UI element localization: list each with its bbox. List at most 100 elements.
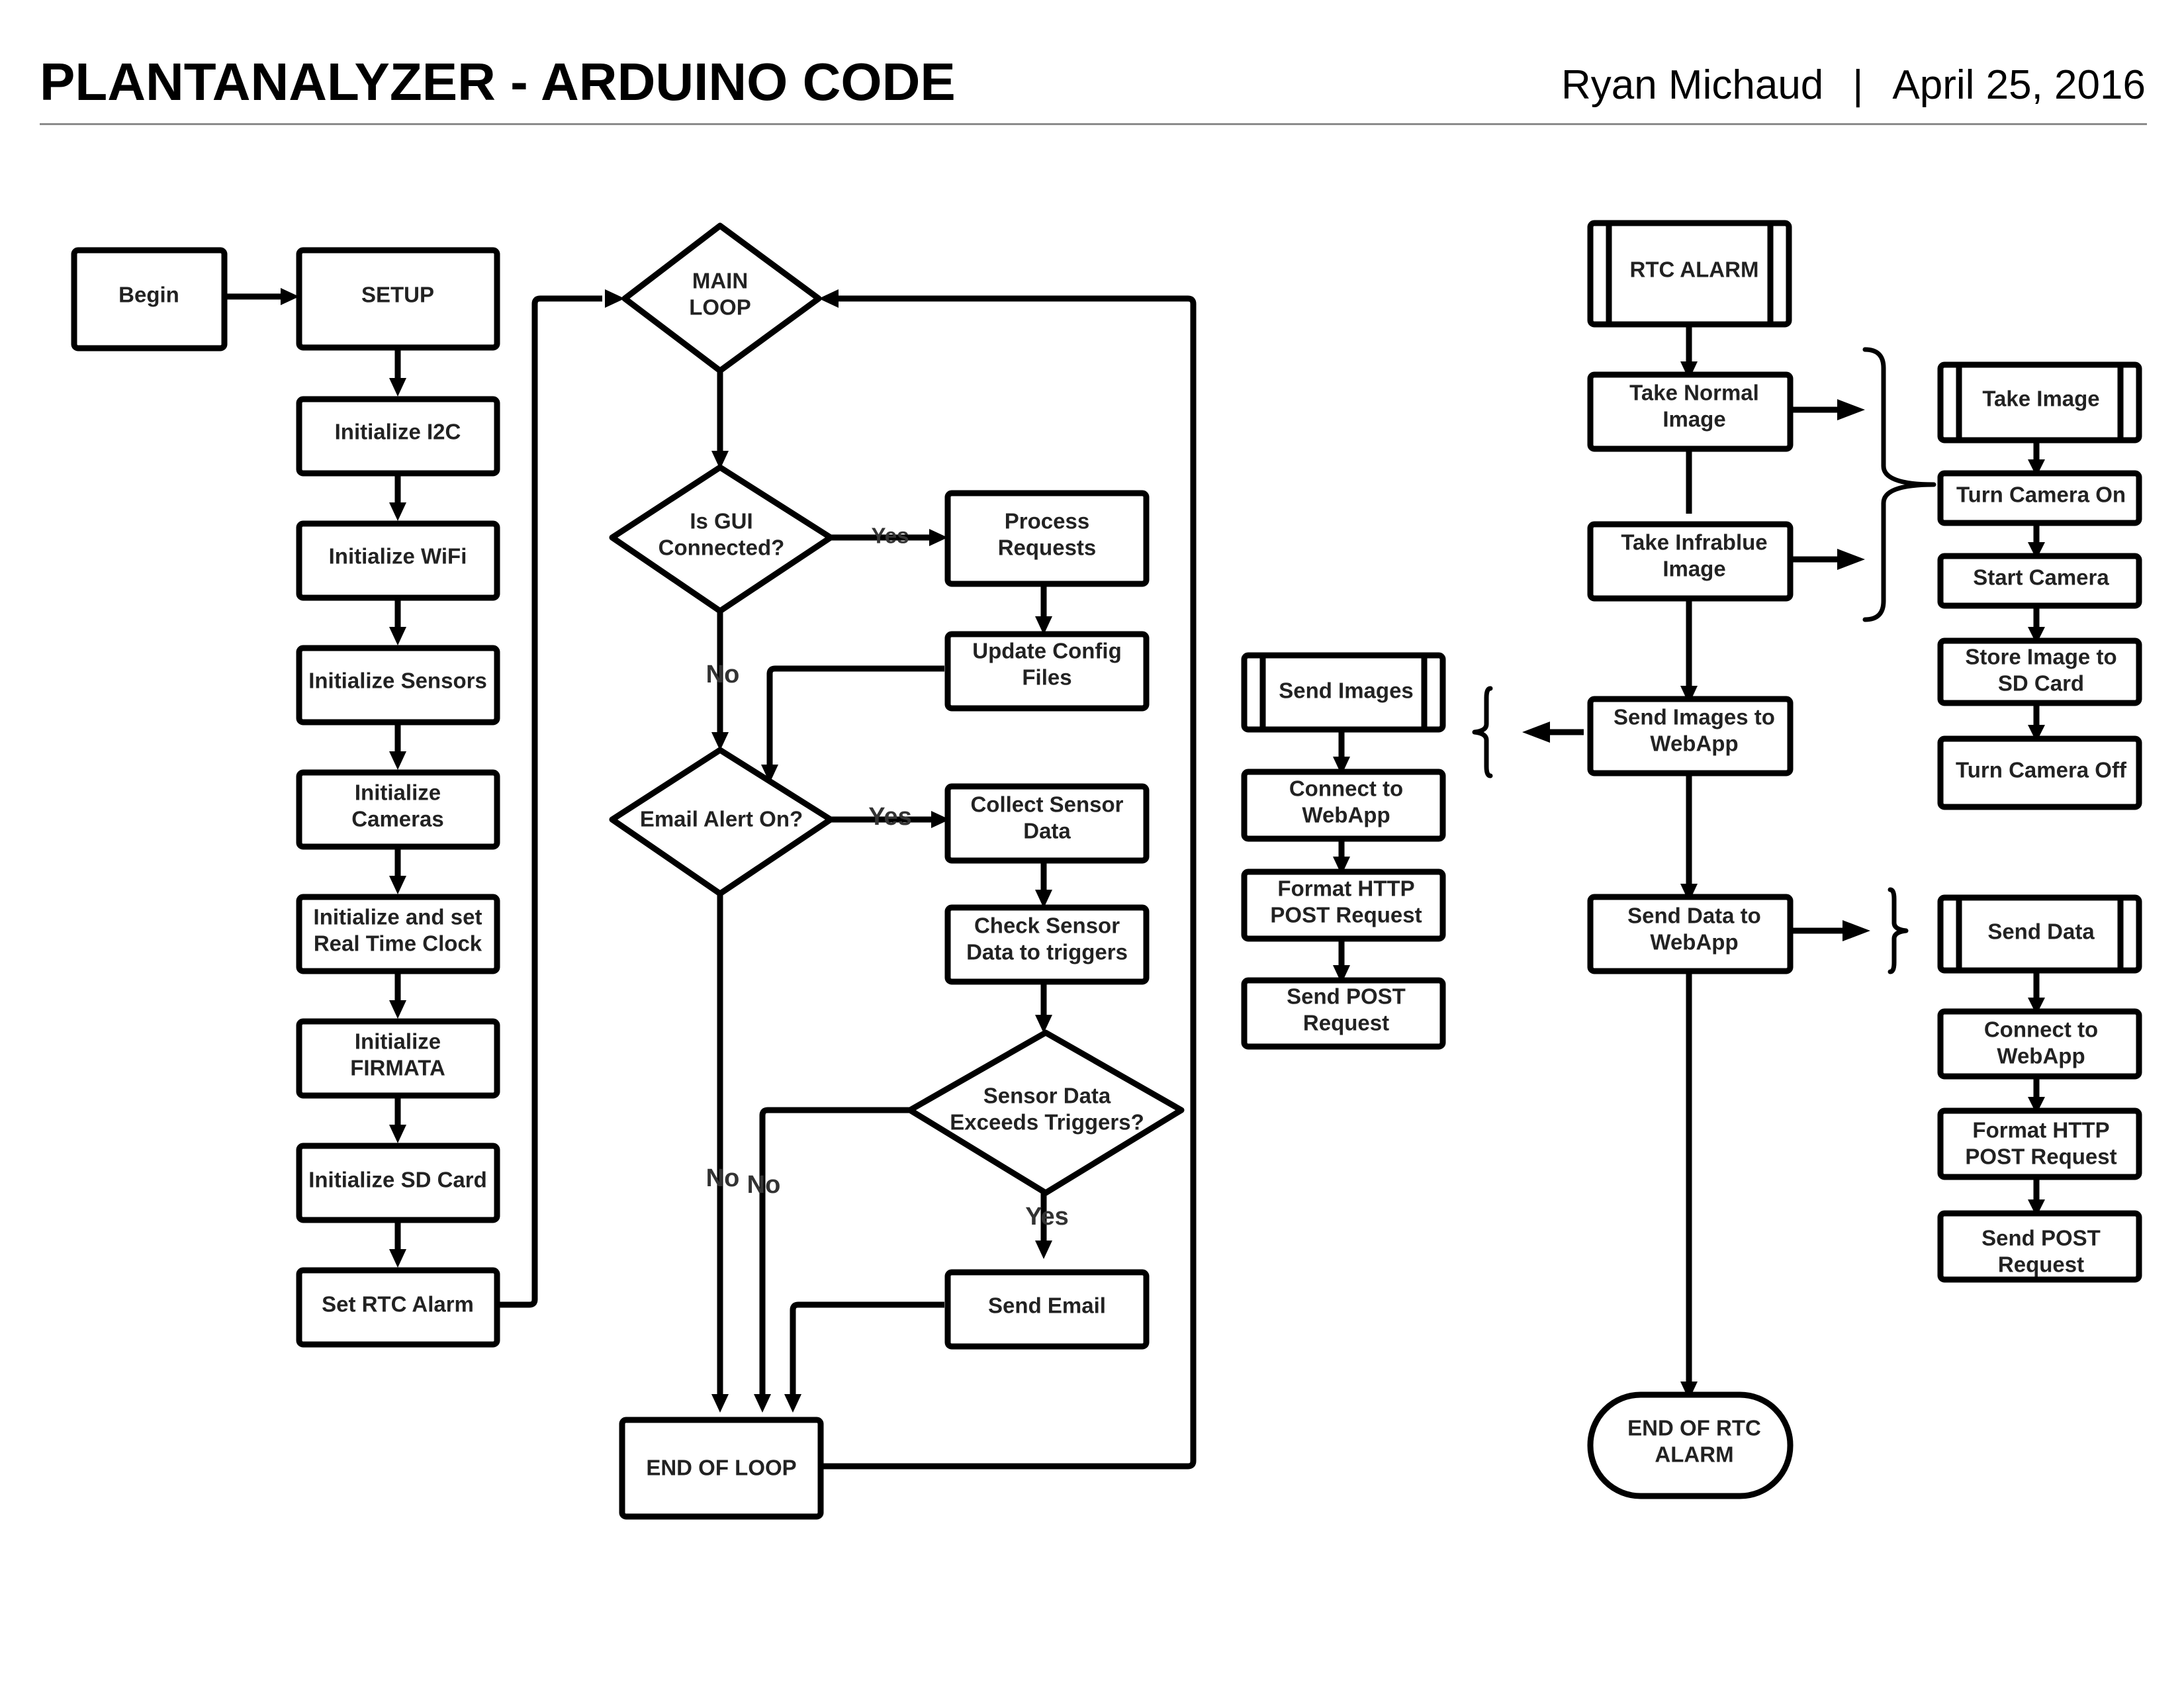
arrowhead: [389, 627, 406, 645]
node-begin: Begin: [71, 247, 228, 352]
arrowhead: [389, 378, 406, 397]
arrowhead: [389, 876, 406, 894]
arrowhead: [389, 751, 406, 770]
node-email-alert-on: Email Alert On?: [609, 747, 834, 897]
arrowhead: [1035, 1241, 1052, 1259]
node-label: ALARM: [1655, 1442, 1733, 1467]
node-label: Data: [1023, 819, 1071, 843]
node-send-data-to-webapp: Send Data to WebApp: [1587, 894, 1794, 974]
arrowhead: [1035, 616, 1052, 635]
node-label: Format HTTP: [1277, 876, 1414, 901]
node-label: Requests: [998, 536, 1097, 560]
node-label: END OF LOOP: [646, 1456, 796, 1480]
arrowhead: [2028, 542, 2045, 559]
node-send-images-to-webapp: Send Images to WebApp: [1587, 696, 1794, 776]
node-label: Send POST: [1287, 984, 1406, 1009]
node-send-images-subroutine: Send Images: [1241, 652, 1446, 733]
node-label: Turn Camera On: [1956, 483, 2126, 507]
node-set-rtc-alarm: Set RTC Alarm: [296, 1267, 500, 1348]
node-initialize-firmata: Initialize FIRMATA: [296, 1018, 500, 1099]
author-name: Ryan Michaud: [1561, 62, 1824, 108]
arrowhead: [389, 502, 406, 521]
arrowhead: [754, 1394, 771, 1413]
node-label: Exceeds Triggers?: [950, 1110, 1144, 1135]
node-label: Request: [1303, 1011, 1389, 1035]
node-send-images-format: Format HTTP POST Request: [1241, 868, 1446, 942]
node-label: END OF RTC: [1627, 1416, 1761, 1440]
node-initialize-rtc: Initialize and set Real Time Clock: [296, 894, 500, 974]
node-send-data-subroutine: Send Data: [1937, 894, 2142, 974]
node-initialize-cameras: Initialize Cameras: [296, 769, 500, 850]
node-take-image-subroutine: Take Image: [1937, 361, 2142, 444]
connector-endloop-mainloop: [821, 295, 1197, 1470]
header-separator: |: [1852, 62, 1864, 108]
node-check-sensor-data: Check Sensor Data to triggers: [944, 904, 1150, 985]
node-label: MAIN: [692, 269, 748, 293]
node-label: Image: [1662, 557, 1725, 581]
node-turn-camera-on: Turn Camera On: [1937, 470, 2142, 526]
arrowhead: [1035, 1015, 1052, 1033]
node-label: Files: [1022, 665, 1071, 690]
node-label: Initialize Sensors: [308, 669, 487, 693]
node-label: SETUP: [361, 283, 434, 307]
node-send-images-connect: Connect to WebApp: [1241, 769, 1446, 842]
node-label: WebApp: [1650, 930, 1738, 955]
node-label: Store Image to: [1965, 645, 2116, 669]
arrowhead: [1035, 890, 1052, 908]
node-label: WebApp: [1302, 803, 1390, 827]
connector-update-email: [766, 665, 944, 769]
node-label: POST Request: [1270, 903, 1422, 927]
arrowhead: [1680, 361, 1698, 380]
node-label: Send POST: [1981, 1226, 2101, 1250]
node-label: Collect Sensor: [970, 792, 1123, 817]
brace-take-image: [1862, 347, 1936, 622]
node-turn-camera-off: Turn Camera Off: [1937, 735, 2142, 810]
node-send-data-format: Format HTTP POST Request: [1937, 1107, 2142, 1180]
node-update-config-files: Update Config Files: [944, 631, 1150, 712]
arrowhead: [931, 811, 950, 828]
node-label: Initialize: [355, 1029, 441, 1054]
node-initialize-sd-card: Initialize SD Card: [296, 1143, 500, 1223]
arrowhead: [1680, 1382, 1698, 1400]
node-label: Format HTTP: [1972, 1118, 2109, 1143]
node-label: Initialize and set: [314, 905, 482, 929]
header-meta: Ryan Michaud|April 25, 2016: [1561, 65, 2146, 106]
node-label: WebApp: [1650, 731, 1738, 756]
node-label: Data to triggers: [966, 940, 1128, 964]
node-label: Set RTC Alarm: [322, 1292, 474, 1317]
edge-label-exceeds-yes: Yes: [1025, 1203, 1069, 1231]
arrowhead: [1680, 686, 1698, 704]
node-take-normal-image: Take Normal Image: [1587, 371, 1794, 452]
node-label: Update Config: [972, 639, 1121, 663]
edge-label-email-yes: Yes: [868, 803, 912, 831]
arrowhead: [1333, 857, 1350, 875]
node-label: WebApp: [1997, 1044, 2085, 1068]
node-initialize-wifi: Initialize WiFi: [296, 520, 500, 601]
node-collect-sensor-data: Collect Sensor Data: [944, 783, 1150, 864]
arrowhead: [2028, 998, 2045, 1015]
arrowhead: [784, 1394, 801, 1413]
node-process-requests: Process Requests: [944, 490, 1150, 587]
edge-label-exceeds-no: No: [747, 1171, 781, 1199]
arrowhead: [711, 1394, 729, 1413]
node-label: Initialize I2C: [335, 420, 461, 444]
node-label: POST Request: [1965, 1145, 2116, 1169]
page-title: PLANTANALYZER - ARDUINO CODE: [40, 52, 956, 111]
arrowhead: [389, 1249, 406, 1268]
header-divider: [40, 123, 2147, 125]
arrowhead: [2028, 1199, 2045, 1217]
arrowhead: [1680, 884, 1698, 902]
arrowhead: [389, 1000, 406, 1019]
node-label: Send Data: [1987, 919, 2095, 944]
node-label: Cameras: [351, 807, 443, 831]
node-is-gui-connected: Is GUI Connected?: [609, 464, 834, 614]
connectors: [224, 293, 2040, 1470]
node-end-of-loop: END OF LOOP: [619, 1417, 824, 1520]
node-store-image-sd: Store Image to SD Card: [1937, 637, 2142, 706]
arrowhead: [1522, 722, 1550, 743]
node-label: Email Alert On?: [640, 807, 803, 831]
node-label: Is GUI: [690, 509, 752, 534]
grouping-braces: [1472, 347, 1936, 974]
node-send-email: Send Email: [944, 1269, 1150, 1350]
